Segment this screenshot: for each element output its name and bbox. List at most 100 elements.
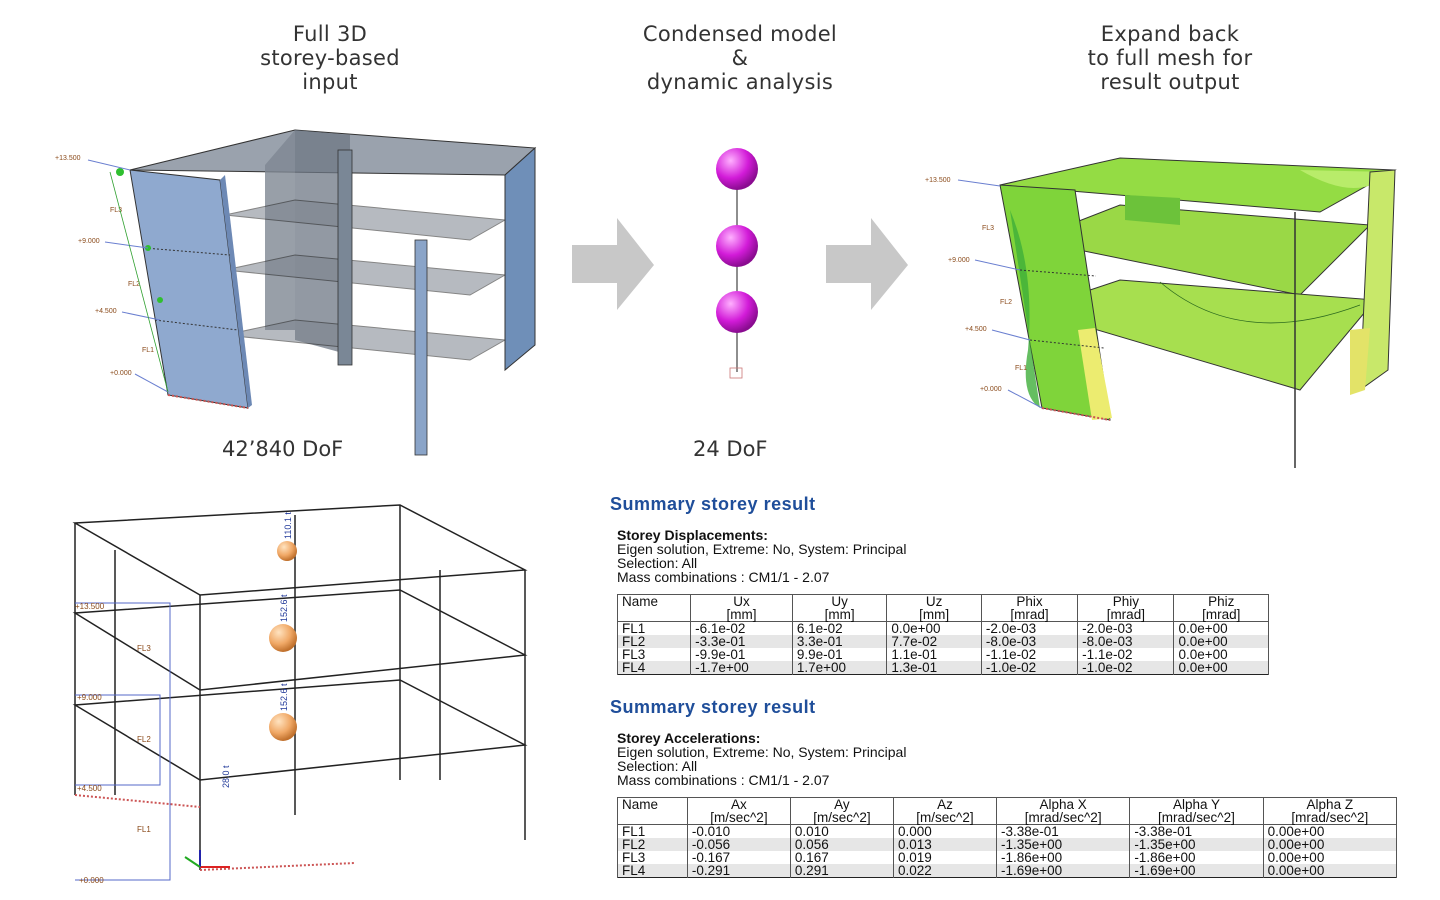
table-cell: FL2 <box>617 838 688 851</box>
table-cell: 0.0e+00 <box>886 621 982 635</box>
result-info-line: Eigen solution, Extreme: No, System: Pri… <box>617 744 907 760</box>
table-cell: -1.69e+00 <box>1129 864 1264 878</box>
table-cell: 6.1e-02 <box>791 621 888 635</box>
level-label: +4.500 <box>77 784 102 793</box>
table-cell: -1.86e+00 <box>1129 851 1264 864</box>
table-cell: 9.9e-01 <box>791 648 888 661</box>
table-cell: -1.7e+00 <box>690 661 793 675</box>
table-cell: 0.000 <box>892 824 997 838</box>
table-cell: FL4 <box>616 661 692 675</box>
storey-mass-fl1 <box>269 713 297 741</box>
mass-value: 28.0 t <box>221 765 231 788</box>
dof-condensed-label: 24 DoF <box>693 437 768 461</box>
caption-line: input <box>302 70 358 94</box>
table-cell: 0.00e+00 <box>1262 824 1398 838</box>
mass-node-fl3 <box>716 148 758 190</box>
acceleration-result-info: Storey Accelerations: Eigen solution, Ex… <box>617 731 906 787</box>
table-cell: -0.010 <box>686 824 791 838</box>
result-info-line: Selection: All <box>617 758 698 774</box>
condensed-stick-model <box>716 148 758 379</box>
floor-label: FL3 <box>110 207 122 214</box>
caption-line: Expand back <box>1100 22 1240 46</box>
level-label: +9.000 <box>77 693 102 702</box>
table-cell: -0.291 <box>686 864 791 878</box>
table-cell: -8.0e-03 <box>1077 635 1175 648</box>
column-header: Name <box>617 797 688 825</box>
level-label: +13.500 <box>925 177 951 184</box>
column-header: Uz[mm] <box>886 594 982 622</box>
caption-line: & <box>731 46 749 70</box>
column-header: Alpha X[mrad/sec^2] <box>995 797 1131 825</box>
column-header: Alpha Y[mrad/sec^2] <box>1129 797 1264 825</box>
table-cell: 0.056 <box>789 838 894 851</box>
result-heading: Storey Displacements: <box>617 527 768 543</box>
result-info-line: Eigen solution, Extreme: No, System: Pri… <box>617 541 907 557</box>
table-cell: 0.0e+00 <box>1173 621 1269 635</box>
column-header: Ay[m/sec^2] <box>789 797 894 825</box>
acceleration-table: Name Ax[m/sec^2] Ay[m/sec^2] Az[m/sec^2]… <box>617 797 1398 878</box>
table-cell: -2.0e-03 <box>1077 621 1175 635</box>
level-label: +13.500 <box>75 602 105 611</box>
displacement-result-info: Storey Displacements: Eigen solution, Ex… <box>617 528 906 584</box>
table-cell: 0.019 <box>892 851 997 864</box>
mass-value: 152.6 t <box>279 683 289 711</box>
table-cell: 0.00e+00 <box>1262 864 1398 878</box>
table-cell: -1.0e-02 <box>1077 661 1175 675</box>
table-cell: 0.010 <box>789 824 894 838</box>
table-cell: -1.0e-02 <box>980 661 1079 675</box>
table-cell: -1.35e+00 <box>1129 838 1264 851</box>
caption-line: Full 3D <box>292 22 368 46</box>
table-cell: 0.0e+00 <box>1173 635 1269 648</box>
table-cell: 0.167 <box>789 851 894 864</box>
table-cell: -1.35e+00 <box>995 838 1131 851</box>
table-cell: -3.38e-01 <box>1129 824 1264 838</box>
result-heading: Storey Accelerations: <box>617 730 761 746</box>
caption-expand-back: Expand back to full mesh for result outp… <box>1050 22 1290 94</box>
column-header: Phix[mrad] <box>980 594 1079 622</box>
table-cell: -3.38e-01 <box>995 824 1131 838</box>
level-label: +0.000 <box>79 876 104 885</box>
table-cell: -1.69e+00 <box>995 864 1131 878</box>
level-label: +0.000 <box>980 386 1002 393</box>
table-cell: -2.0e-03 <box>980 621 1079 635</box>
level-label: +0.000 <box>110 370 132 377</box>
process-arrow-icon <box>572 218 654 310</box>
table-cell: FL3 <box>616 648 692 661</box>
result-info-line: Mass combinations : CM1/1 - 2.07 <box>617 569 830 585</box>
floor-label: FL2 <box>128 281 140 288</box>
floor-label: FL1 <box>1015 365 1027 372</box>
table-cell: FL4 <box>617 864 688 878</box>
mass-value: 152.6 t <box>279 594 289 622</box>
displacement-table: Name Ux[mm] Uy[mm] Uz[mm] Phix[mrad] Phi… <box>616 594 1269 675</box>
column-header: Phiy[mrad] <box>1077 594 1175 622</box>
caption-full-3d-input: Full 3D storey-based input <box>215 22 445 94</box>
table-cell: FL3 <box>617 851 688 864</box>
floor-label: FL3 <box>137 644 151 653</box>
floor-label: FL1 <box>137 825 151 834</box>
table-header-row: Name Ux[mm] Uy[mm] Uz[mm] Phix[mrad] Phi… <box>616 594 1269 622</box>
dof-full-label: 42’840 DoF <box>222 437 344 461</box>
table-cell: -3.3e-01 <box>690 635 793 648</box>
level-label: +4.500 <box>95 308 117 315</box>
full-3d-model-view: +13.500 +9.000 +4.500 +0.000 FL3 FL2 FL1 <box>55 129 537 456</box>
floor-label: FL2 <box>1000 299 1012 306</box>
level-marker-icon <box>157 297 163 303</box>
caption-condensed-model: Condensed model & dynamic analysis <box>605 22 875 94</box>
column-header: Ax[m/sec^2] <box>686 797 791 825</box>
level-label: +9.000 <box>948 257 970 264</box>
table-cell: -1.1e-02 <box>980 648 1079 661</box>
column-header: Uy[mm] <box>791 594 888 622</box>
floor-label: FL2 <box>137 735 151 744</box>
mass-value: 110.1 t <box>283 512 293 539</box>
table-cell: 0.291 <box>789 864 894 878</box>
floor-label: FL1 <box>142 347 154 354</box>
table-cell: -0.167 <box>686 851 791 864</box>
process-arrow-icon <box>826 218 908 310</box>
